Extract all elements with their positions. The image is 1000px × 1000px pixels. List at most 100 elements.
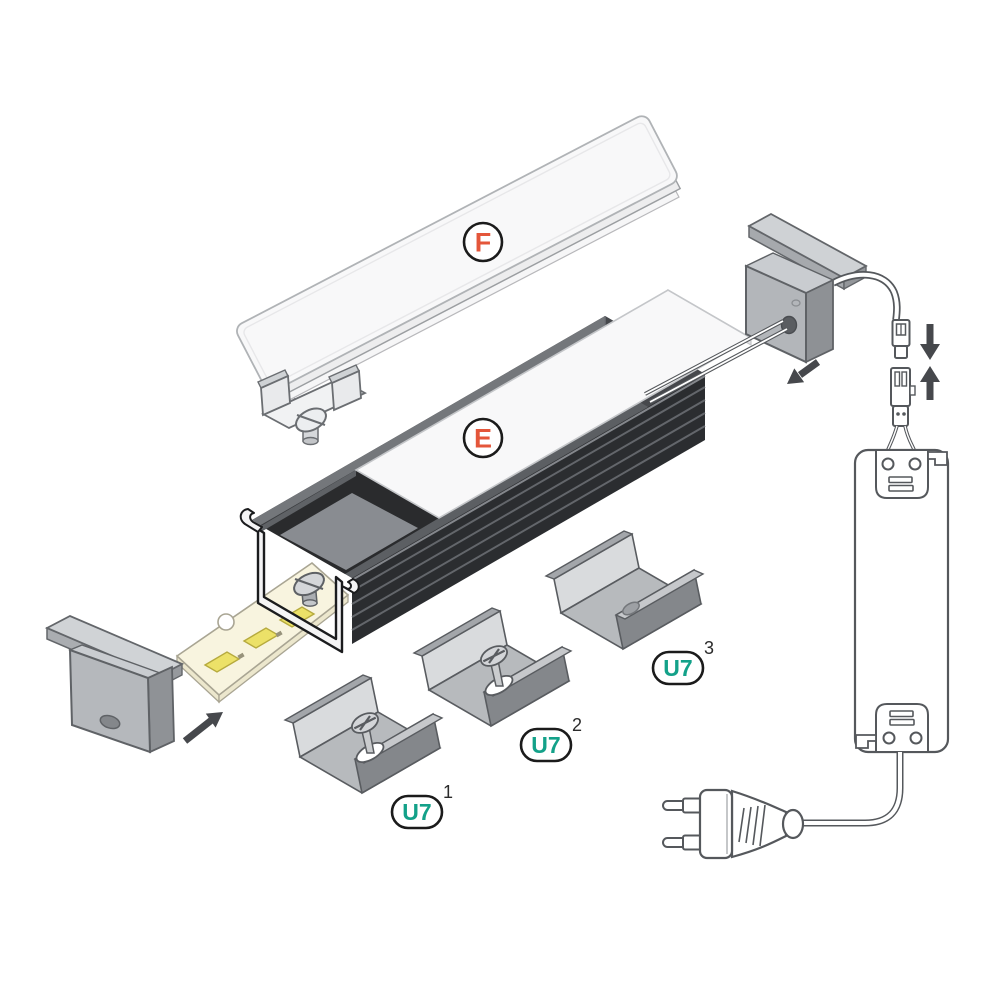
female-connector-latch — [909, 385, 916, 396]
bracket-label-2: U7 2 — [519, 715, 582, 763]
back-wing — [239, 508, 263, 533]
terminal-slot-4 — [889, 718, 915, 726]
arrow-head — [205, 712, 223, 728]
profile-back-rim — [252, 316, 614, 525]
plug-grip-ridges — [738, 804, 766, 847]
eu-plug — [662, 788, 805, 860]
driver-mount-tab-top — [927, 451, 948, 466]
solder-pad-1 — [237, 652, 245, 660]
callout-letter-f: F — [475, 228, 492, 258]
strip-notch — [217, 613, 235, 631]
channel-screw-slot — [294, 577, 324, 591]
cap-body-front — [745, 264, 807, 364]
profile-front-rim — [342, 368, 705, 578]
solder-pad-2 — [275, 630, 283, 638]
channel-floor — [280, 493, 418, 570]
bracket-label-3: U7 3 — [651, 638, 714, 686]
plug-face-plate — [698, 788, 734, 860]
spring-clip-f — [257, 364, 368, 446]
cover-top-face — [236, 115, 678, 392]
callout-profile-e: E — [462, 417, 504, 459]
channel-back-wall — [261, 470, 356, 532]
mains-cable-outline — [802, 752, 904, 827]
female-connector-pin-1 — [896, 412, 900, 416]
label-ring — [519, 727, 573, 763]
front-wing — [341, 578, 360, 594]
profile-cross-section — [239, 508, 360, 654]
clip-screw-barrel-end — [302, 436, 319, 446]
diffuser-cover-f — [236, 115, 682, 418]
callout-letter-e: E — [474, 424, 492, 454]
cap-body-front — [68, 648, 152, 754]
arrow-head — [787, 368, 805, 384]
clip-screw-slot — [296, 414, 326, 426]
led-chip-1 — [203, 651, 241, 673]
cap-body-side — [805, 278, 834, 364]
led-driver — [853, 448, 950, 754]
cap-cable-core — [832, 272, 899, 321]
label-ring — [390, 794, 444, 830]
connector-wire-a-core — [886, 425, 898, 453]
terminal-screw-2 — [908, 457, 922, 471]
mains-cable-and-plug — [662, 752, 904, 860]
profile-wires — [644, 319, 788, 404]
mounting-bracket-2 — [413, 607, 572, 727]
female-connector-slot-1 — [894, 371, 901, 387]
arrow-mate-up-icon — [920, 366, 940, 400]
bracket-body — [545, 530, 704, 650]
terminal-slot-1 — [888, 476, 913, 484]
label-code: U7 — [402, 799, 431, 825]
channel-screw-barrel-end — [302, 599, 318, 607]
arrow-head — [920, 366, 940, 382]
arrow-insert-right-icon — [787, 359, 821, 384]
end-cap-with-cable — [644, 212, 901, 404]
plug-tail — [781, 808, 805, 840]
connector-pair — [885, 319, 940, 453]
bracket-dimple — [622, 601, 640, 616]
callout-ring — [462, 417, 504, 459]
plug-body — [730, 789, 788, 859]
female-connector-pin-2 — [902, 412, 906, 416]
cap-flange-top — [747, 212, 868, 280]
channel-screw — [293, 571, 325, 607]
terminal-screw-3 — [882, 731, 896, 745]
terminal-screw-4 — [909, 731, 923, 745]
cap-dimple — [791, 299, 801, 307]
profile-front-face — [352, 374, 705, 644]
cap-body-side — [147, 665, 175, 754]
label-sup: 3 — [704, 638, 714, 658]
male-connector-stub — [894, 345, 908, 359]
driver-mount-tab-bottom — [855, 734, 877, 749]
label-code: U7 — [531, 732, 560, 758]
mains-cable-core — [802, 752, 902, 825]
callout-cover-f: F — [462, 221, 504, 263]
bracket-label-1: U7 1 — [390, 782, 453, 830]
terminal-slot-2 — [888, 484, 914, 492]
arrow-shaft — [926, 324, 934, 344]
label-ring — [651, 650, 705, 686]
profile-front-highlight — [351, 375, 706, 581]
female-connector-slot-2 — [901, 371, 908, 387]
profile-extrusion-ridges — [351, 386, 706, 631]
label-sup: 2 — [572, 715, 582, 735]
terminal-screw-1 — [881, 457, 895, 471]
label-sup: 1 — [443, 782, 453, 802]
cap-cable-hole — [99, 714, 121, 730]
wire-1-core — [649, 328, 788, 403]
callout-ring — [462, 221, 504, 263]
clip-left-ear — [260, 374, 291, 417]
cross-section-band — [256, 527, 344, 654]
arrow-shaft — [797, 359, 821, 378]
mounting-bracket-3 — [545, 530, 704, 650]
mounting-bracket-1 — [284, 674, 443, 794]
female-connector-lower — [892, 405, 909, 427]
end-cap-left — [44, 615, 223, 754]
terminal-slot-3 — [889, 710, 914, 718]
cover-inner-line — [243, 122, 671, 385]
arrow-insert-left-icon — [182, 712, 223, 744]
clip-right-ear — [331, 369, 362, 412]
wire-2-core — [644, 320, 784, 395]
arrow-mate-down-icon — [920, 324, 940, 360]
